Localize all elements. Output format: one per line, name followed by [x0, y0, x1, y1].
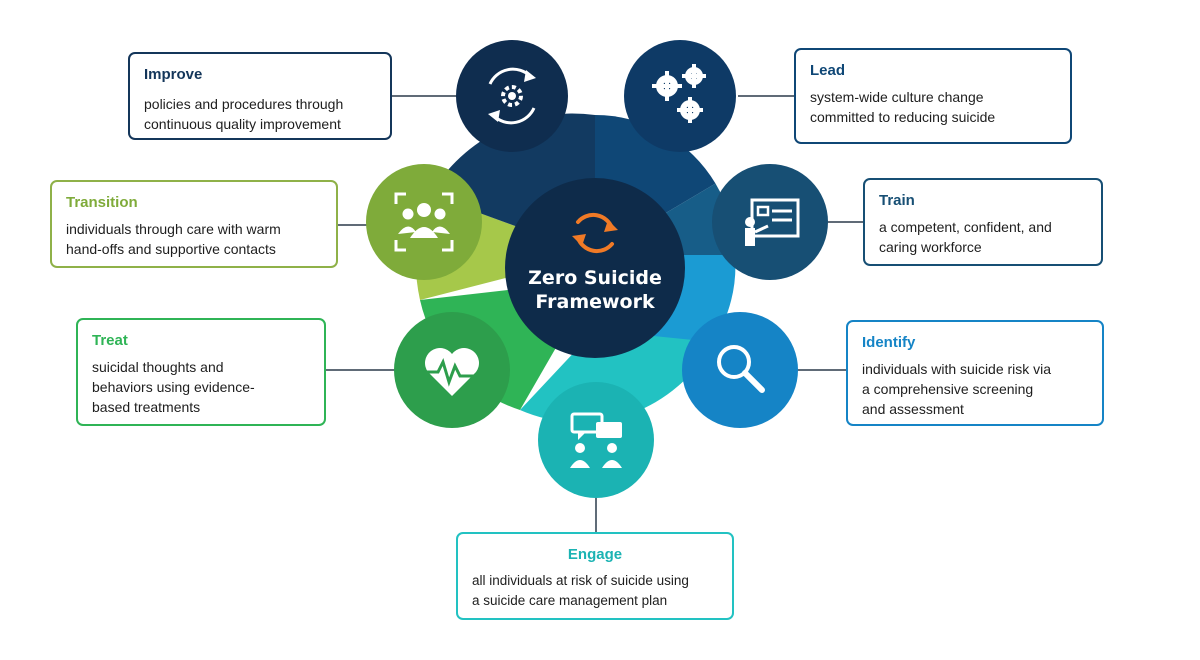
group-people-icon [394, 192, 454, 252]
treat-line-3: based treatments [92, 399, 201, 415]
identify-title: Identify [862, 334, 916, 351]
identify-box: Identify individuals with suicide risk v… [846, 320, 1104, 426]
transition-box: Transition individuals through care with… [50, 180, 338, 268]
presentation-board-icon [745, 198, 800, 246]
center-title-line-1: Zero Suicide [528, 267, 662, 289]
lead-line-1: system-wide culture change [810, 89, 984, 105]
lead-line-2: committed to reducing suicide [810, 109, 996, 125]
improve-node [456, 40, 568, 152]
engage-title: Engage [567, 546, 623, 563]
center-title: Zero Suicide Framework [505, 266, 685, 314]
refresh-cycle-icon [572, 212, 618, 254]
magnifier-icon [717, 345, 765, 393]
improve-box: Improve policies and procedures through … [128, 52, 392, 140]
identify-line-2: a comprehensive screening [862, 381, 1034, 397]
improve-line-2: continuous quality improvement [144, 116, 341, 132]
train-box: Train a competent, confident, and caring… [863, 178, 1103, 266]
treat-node [394, 312, 510, 428]
gear-cycle-icon [488, 67, 536, 125]
train-line-2: caring workforce [879, 239, 982, 255]
heartbeat-icon [425, 348, 479, 396]
transition-node [366, 164, 482, 280]
identify-line-1: individuals with suicide risk via [862, 361, 1052, 377]
transition-line-2: hand-offs and supportive contacts [66, 241, 276, 257]
center-title-line-2: Framework [535, 291, 655, 313]
treat-line-2: behaviors using evidence- [92, 379, 255, 395]
engage-line-1: all individuals at risk of suicide using [472, 573, 689, 588]
treat-title: Treat [92, 332, 128, 349]
connector-lines [325, 95, 863, 532]
treat-box: Treat suicidal thoughts and behaviors us… [76, 318, 326, 426]
engage-node [538, 382, 654, 498]
train-line-1: a competent, confident, and [879, 219, 1052, 235]
engage-box: Engage all individuals at risk of suicid… [456, 532, 734, 620]
identify-line-3: and assessment [862, 401, 964, 417]
center-circle [505, 178, 685, 358]
lead-title: Lead [810, 62, 846, 79]
train-node [712, 164, 828, 280]
engage-line-2: a suicide care management plan [472, 593, 668, 608]
conversation-icon [570, 412, 622, 468]
lead-node [624, 40, 736, 152]
gears-icon [652, 64, 706, 123]
lead-box: Lead system-wide culture change committe… [794, 48, 1072, 144]
treat-line-1: suicidal thoughts and [92, 359, 224, 375]
transition-line-1: individuals through care with warm [66, 221, 281, 237]
train-title: Train [879, 192, 915, 209]
transition-title: Transition [66, 194, 138, 211]
improve-line-1: policies and procedures through [144, 96, 344, 112]
improve-title: Improve [144, 66, 203, 83]
identify-node [682, 312, 798, 428]
